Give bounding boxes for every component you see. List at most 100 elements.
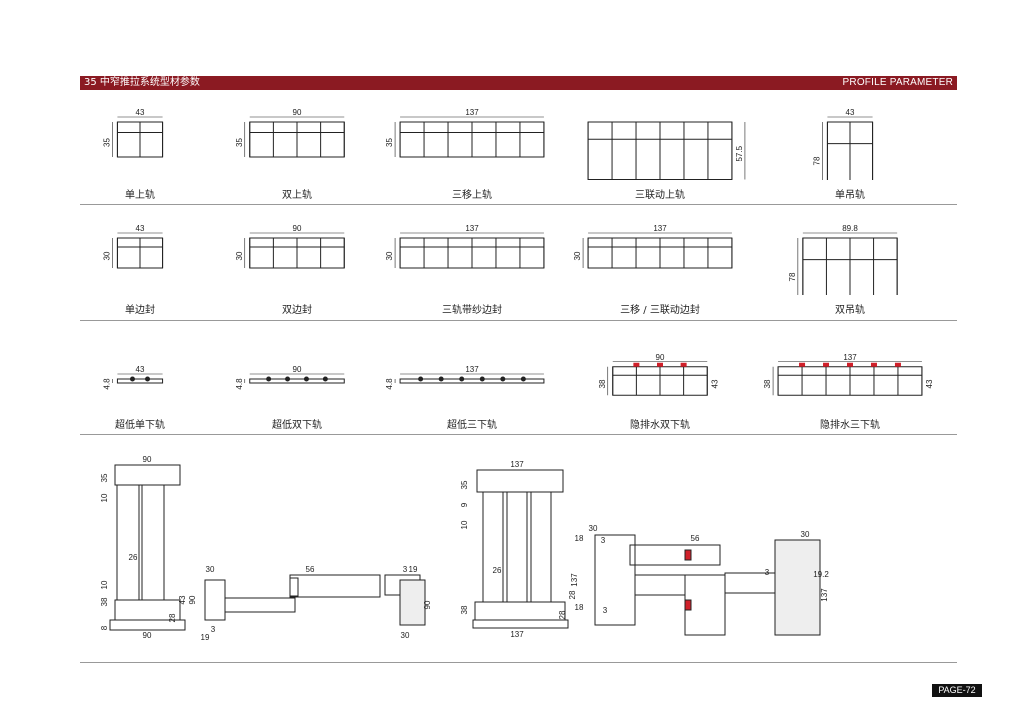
profile-name: 单上轨 (125, 190, 155, 201)
height-dimension-label: 30 (573, 251, 582, 260)
width-dimension-label: 43 (846, 108, 855, 117)
row-divider (80, 434, 957, 435)
profile-name: 三轨带纱边封 (442, 305, 502, 316)
profile-name: 超低双下轨 (272, 420, 322, 431)
row-divider (80, 320, 957, 321)
profile-shape (116, 376, 164, 384)
dimension-label: 90 (143, 455, 152, 464)
dimension-label: 35 (460, 480, 469, 489)
page-section-title: 35 中窄推拉系统型材参数 (84, 77, 200, 88)
profile-section (634, 574, 686, 596)
height-dimension-label: 4.8 (385, 378, 394, 390)
dimension-label: 28 (168, 613, 177, 622)
profile-name: 双上轨 (282, 190, 312, 201)
dimension-label: 30 (206, 565, 215, 574)
profile-name: 双吊轨 (835, 305, 865, 316)
profile-section (530, 491, 552, 603)
profile-section (476, 469, 564, 493)
dimension-label: 9 (460, 502, 469, 507)
dimension-label: 10 (100, 493, 109, 502)
dimension-label: 10 (460, 520, 469, 529)
dimension-label: 43 (178, 595, 187, 604)
profile-shape (249, 376, 345, 384)
drain-roller-mark (799, 362, 806, 367)
profile-drawing: 89.878 (788, 224, 898, 295)
width-dimension-label: 137 (465, 108, 479, 117)
profile-name: 双边封 (282, 305, 312, 316)
profile-item: 90 30 双边封 (207, 224, 387, 316)
profile-shape (826, 121, 874, 180)
profile-shape (587, 237, 733, 269)
width-dimension-label: 90 (293, 224, 302, 233)
drain-roller-mark (894, 362, 901, 367)
dimension-label: 90 (423, 600, 432, 609)
height-dimension-label: 35 (385, 138, 394, 147)
width-dimension-label: 90 (293, 108, 302, 117)
dimension-label: 137 (510, 460, 524, 469)
profile-shape (777, 366, 923, 396)
profile-drawing: 904.8 (235, 365, 345, 390)
profile-section (594, 534, 636, 626)
width-dimension-label: 137 (653, 224, 667, 233)
profile-section (472, 619, 569, 629)
dimension-label: 137 (570, 573, 579, 587)
dimension-label: 38 (100, 597, 109, 606)
height-dimension-label: 30 (235, 251, 244, 260)
dimension-label: 19 (409, 565, 418, 574)
dimension-label: 137 (820, 588, 829, 602)
row-divider (80, 662, 957, 663)
profile-name: 三移 / 三联动边封 (620, 305, 700, 316)
height-dimension-label: 4.8 (102, 378, 111, 390)
profile-bump (500, 376, 506, 382)
profile-section (204, 579, 226, 621)
dimension-label: 90 (143, 631, 152, 640)
dimension-label: 19.2 (813, 570, 829, 579)
profile-shape (399, 237, 545, 269)
dimension-label: 3 (403, 565, 408, 574)
width-dimension-label: 90 (293, 365, 302, 374)
height-dimension-label: 35 (102, 138, 111, 147)
profile-outline (249, 378, 345, 384)
dimension-label: 137 (510, 630, 524, 639)
profile-section (289, 577, 299, 597)
height-dimension-label: 43 (710, 379, 719, 388)
profile-section (114, 464, 181, 486)
header-bar: 35 中窄推拉系统型材参数 PROFILE PARAMETER (80, 76, 957, 90)
profile-outline (116, 378, 164, 384)
profile-drawing: 434.8 (102, 365, 164, 390)
drain-roller-mark (633, 362, 640, 367)
profile-shape (587, 121, 733, 180)
dimension-label: 3 (601, 536, 606, 545)
dimension-label: 3 (765, 568, 770, 577)
height-dimension-label: 78 (788, 272, 797, 281)
profile-bump (322, 376, 328, 382)
dimension-label: 56 (306, 565, 315, 574)
row-divider (80, 204, 957, 205)
profile-bump (438, 376, 444, 382)
page-number: PAGE-72 (932, 684, 982, 697)
profile-shape (802, 237, 898, 295)
dimension-label: 19 (201, 633, 210, 642)
dimension-label: 3 (211, 625, 216, 634)
profile-shape (116, 237, 164, 269)
profile-section (109, 619, 186, 631)
profile-section (506, 491, 528, 603)
profile-name: 隐排水双下轨 (630, 420, 690, 431)
drain-roller-mark (657, 362, 663, 367)
dimension-label: 26 (129, 553, 138, 562)
height-dimension-label: 30 (385, 251, 394, 260)
